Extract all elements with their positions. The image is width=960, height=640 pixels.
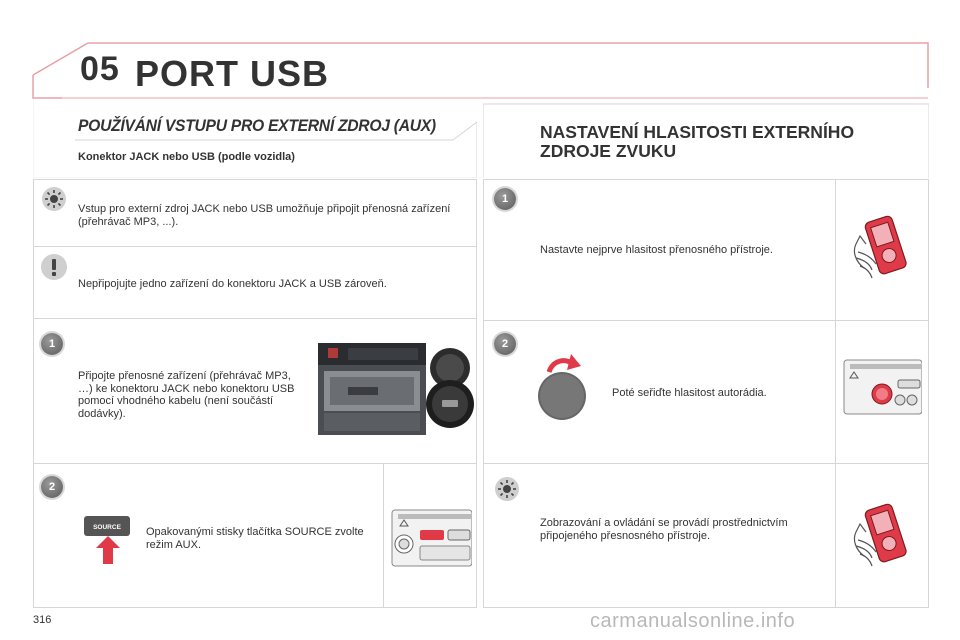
portable-device-hand-illustration [853, 503, 907, 567]
divider [383, 463, 384, 608]
radio-volume-illustration [842, 358, 922, 416]
chapter-title: PORT USB [135, 53, 330, 94]
left-section-subtitle: Konektor JACK nebo USB (podle vozidla) [78, 151, 295, 163]
glovebox-connector-photo [318, 343, 426, 435]
right-info-text: Zobrazování a ovládání se provádí prostř… [540, 517, 788, 542]
exclamation-icon [41, 254, 67, 280]
sun-info-icon [495, 477, 519, 501]
divider [33, 463, 477, 464]
portable-device-hand-illustration [853, 215, 907, 279]
step-badge: 1 [494, 188, 516, 210]
radio-panel-illustration [390, 508, 472, 568]
warning-text: Nepřipojujte jedno zařízení do konektoru… [78, 278, 387, 290]
right-step1-text: Nastavte nejprve hlasitost přenosného př… [540, 244, 773, 256]
aux-info-text: Vstup pro externí zdroj JACK nebo USB um… [78, 203, 451, 228]
source-button-illustration: SOURCE [84, 516, 130, 564]
chapter-number: 05 [80, 50, 120, 88]
divider [835, 179, 836, 608]
page-number: 316 [33, 614, 52, 626]
chapter-tab-frame [32, 42, 929, 99]
right-section-title: NASTAVENÍ HLASITOSTI EXTERNÍHO ZDROJE ZV… [540, 122, 855, 161]
divider [33, 246, 477, 247]
step1-text: Připojte přenosné zařízení (přehrávač MP… [78, 370, 295, 420]
step2-text: Opakovanými stisky tlačítka SOURCE zvolt… [146, 526, 364, 551]
step-badge: 1 [41, 333, 63, 355]
right-step2-text: Poté seřiďte hlasitost autorádia. [612, 387, 767, 399]
source-button-label: SOURCE [93, 524, 121, 531]
sun-info-icon [42, 187, 66, 211]
watermark: carmanualsonline.info [590, 610, 796, 632]
left-section-header-frame [33, 100, 477, 178]
usb-connector-photo [426, 348, 474, 428]
step-badge: 2 [41, 476, 63, 498]
step-badge: 2 [494, 333, 516, 355]
volume-knob-illustration [538, 354, 586, 420]
divider [483, 320, 929, 321]
divider [33, 318, 477, 319]
left-section-title: POUŽÍVÁNÍ VSTUPU PRO EXTERNÍ ZDROJ (AUX) [78, 117, 436, 135]
right-section-header-frame [483, 103, 929, 178]
divider [483, 463, 929, 464]
